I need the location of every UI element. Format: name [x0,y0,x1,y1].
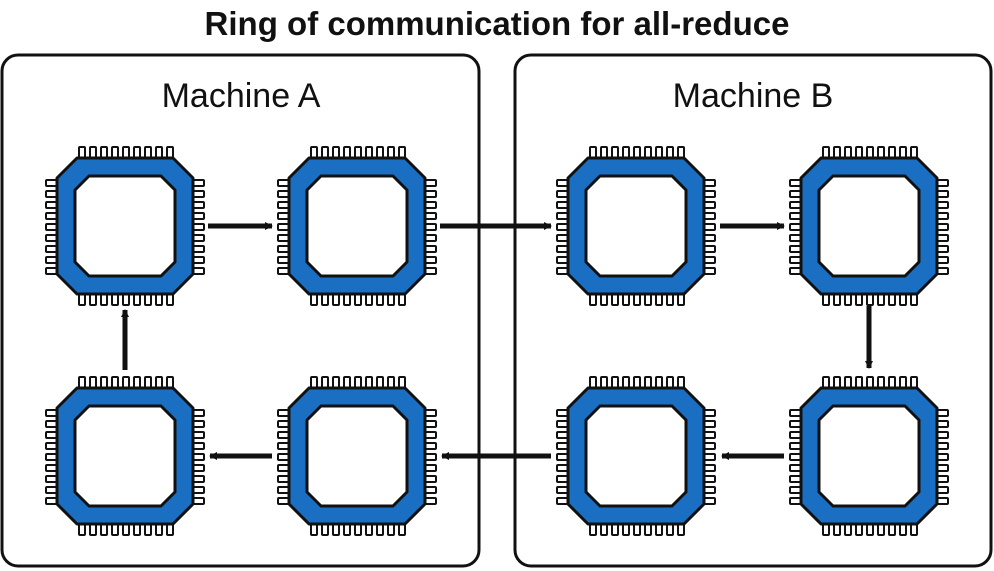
machine-a-label: Machine A [162,77,321,115]
machine-a-box: Machine A [0,53,481,568]
gpu-chip-icon [555,375,717,537]
gpu-chip-icon [276,375,438,537]
gpu-chip-icon [788,145,950,307]
diagram-title: Ring of communication for all-reduce [205,5,790,42]
machine-b-label: Machine B [673,77,834,115]
gpu-chip-icon [276,145,438,307]
gpu-chip-icon [788,375,950,537]
gpu-chip-icon [44,145,206,307]
machine-b-box: Machine B [513,53,993,568]
gpu-chip-icon [555,145,717,307]
gpu-chip-icon [44,375,206,537]
